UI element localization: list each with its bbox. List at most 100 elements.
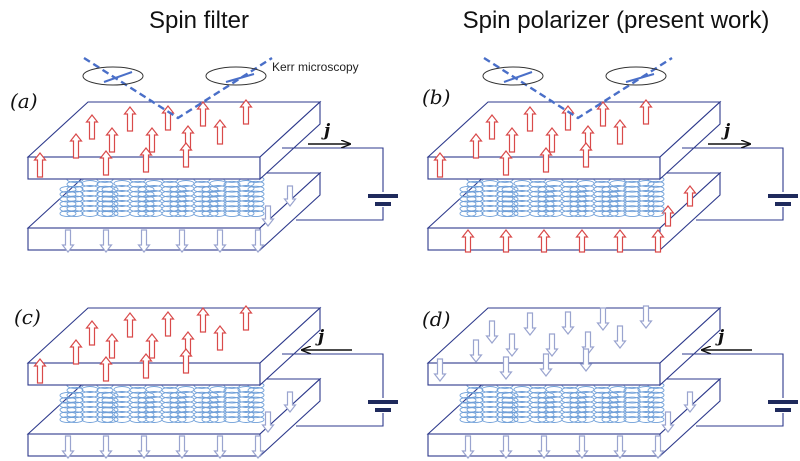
spin-up-arrow <box>69 133 83 159</box>
top-layer-side-face <box>259 306 321 387</box>
spin-up-arrow <box>139 147 153 173</box>
bottom-layer <box>426 377 722 459</box>
spin-down-arrow <box>433 358 447 382</box>
spin-up-arrow <box>139 353 153 379</box>
chiral-molecule-spring <box>113 180 131 217</box>
polarizer-left <box>482 66 544 86</box>
spin-down-arrow <box>485 320 499 344</box>
chiral-molecule-spring <box>459 185 477 218</box>
spin-up-arrow <box>179 348 193 374</box>
spin-up-arrow <box>499 150 513 176</box>
spin-up-arrow <box>545 127 559 153</box>
spin-up-arrow <box>161 311 175 337</box>
spin-down-arrow <box>613 325 627 349</box>
top-layer-side-face <box>259 100 321 181</box>
panel-label-c: (c) <box>14 305 41 329</box>
chiral-molecule-spring <box>513 180 531 217</box>
chiral-molecule-spring <box>501 185 519 218</box>
spin-down-arrow <box>613 435 627 459</box>
spin-up-arrow <box>683 185 697 207</box>
spin-up-arrow <box>461 229 475 253</box>
chiral-molecule-spring <box>513 386 531 423</box>
spin-down-arrow <box>251 435 265 459</box>
circuit-wire-bottom <box>696 207 784 221</box>
spin-up-arrow <box>239 305 253 331</box>
device-d: j <box>426 305 798 459</box>
panel-label-d: (d) <box>422 307 450 331</box>
top-layer <box>426 99 722 181</box>
chiral-molecule-spring <box>537 391 555 424</box>
bottom-layer <box>426 171 722 253</box>
external-circuit: j <box>682 121 798 221</box>
spin-up-arrow <box>485 114 499 140</box>
chiral-molecule-spring <box>569 185 587 218</box>
chiral-molecule-spring <box>609 180 627 217</box>
spin-up-arrow <box>99 150 113 176</box>
top-layer-side-face <box>659 100 721 181</box>
polarization-vector-left <box>103 71 133 83</box>
spin-down-arrow <box>596 307 610 331</box>
spin-up-arrow <box>105 127 119 153</box>
spin-up-arrow <box>661 205 675 227</box>
chiral-molecule-spring <box>481 180 499 217</box>
spin-down-arrow <box>261 411 275 433</box>
chiral-molecule-spring <box>577 180 595 217</box>
spin-up-arrow <box>613 229 627 253</box>
spin-down-arrow <box>505 333 519 357</box>
device-c: j <box>26 305 398 459</box>
circuit-wire-bottom <box>296 413 384 427</box>
title-spin-filter: Spin filter <box>149 7 249 34</box>
panel-label-b: (b) <box>422 85 450 109</box>
chiral-molecule-spring <box>201 185 219 218</box>
spin-down-arrow <box>213 435 227 459</box>
spin-up-arrow <box>537 229 551 253</box>
chiral-molecule-spring <box>137 391 155 424</box>
device-b: j <box>426 56 798 253</box>
polarizer-right <box>205 66 267 86</box>
polarization-vector-left <box>503 71 533 83</box>
chiral-molecule-spring <box>209 180 227 217</box>
polarization-vector-right <box>225 73 255 83</box>
chiral-molecule-spring <box>545 180 563 217</box>
chiral-molecule-spring <box>609 386 627 423</box>
chiral-molecule-spring <box>247 381 265 424</box>
spin-down-arrow <box>461 435 475 459</box>
chiral-molecule-spring <box>101 185 119 218</box>
spin-up-arrow <box>85 114 99 140</box>
spin-up-arrow <box>596 101 610 127</box>
chiral-molecule-spring <box>647 381 665 424</box>
spin-down-arrow <box>137 435 151 459</box>
top-layer <box>26 305 322 387</box>
top-layer <box>426 305 722 387</box>
spin-up-arrow <box>145 333 159 359</box>
spin-up-arrow <box>469 133 483 159</box>
spin-down-arrow <box>99 229 113 253</box>
chiral-molecule-spring <box>59 185 77 218</box>
chiral-molecule-spring <box>145 386 163 423</box>
current-label: j <box>321 121 331 141</box>
spin-up-arrow <box>651 229 665 253</box>
chiral-molecule-spring <box>537 185 555 218</box>
spin-down-arrow <box>499 435 513 459</box>
top-layer-side-face <box>659 306 721 387</box>
chiral-molecule-spring <box>459 391 477 424</box>
chiral-molecule-spring <box>101 391 119 424</box>
spin-up-arrow <box>539 147 553 173</box>
bottom-layer <box>26 377 322 459</box>
spin-down-arrow <box>575 435 589 459</box>
chiral-molecule-spring <box>501 391 519 424</box>
chiral-molecule-spring <box>169 391 187 424</box>
polarization-vector-right <box>625 73 655 83</box>
circuit-wire-bottom <box>296 207 384 221</box>
chiral-molecule-spring <box>601 185 619 218</box>
spin-down-arrow <box>499 356 513 380</box>
chiral-molecule-spring <box>177 386 195 423</box>
spin-up-arrow <box>123 312 137 338</box>
bottom-layer <box>26 171 322 253</box>
spin-down-arrow <box>651 435 665 459</box>
spin-down-arrow <box>523 312 537 336</box>
spin-down-arrow <box>539 353 553 377</box>
spin-down-arrow <box>537 435 551 459</box>
